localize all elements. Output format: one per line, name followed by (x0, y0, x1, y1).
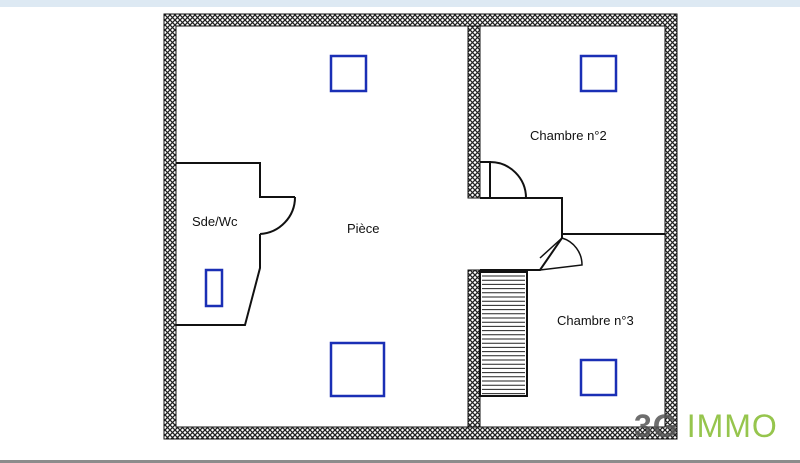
label-piece: Pièce (347, 221, 380, 236)
label-chambre3: Chambre n°3 (557, 313, 634, 328)
bottom-divider (0, 460, 800, 463)
bedroom3-door (539, 237, 583, 271)
outer-wall (163, 13, 678, 440)
partition-lower (467, 269, 481, 428)
bathroom-wall (176, 162, 297, 326)
watermark-number: 3G (634, 408, 679, 444)
corridor-wall (480, 161, 665, 271)
label-chambre2: Chambre n°2 (530, 128, 607, 143)
window-sdewc (204, 268, 224, 308)
window-piece-top (329, 54, 368, 93)
stair-treads (482, 275, 525, 395)
window-chambre3 (579, 358, 618, 397)
window-chambre2 (579, 54, 618, 93)
watermark-name: IMMO (686, 408, 778, 444)
partition-upper (467, 25, 481, 199)
staircase (479, 271, 528, 397)
top-band (0, 0, 800, 7)
window-piece-bottom (329, 341, 386, 398)
label-sde-wc: Sde/Wc (192, 214, 238, 229)
